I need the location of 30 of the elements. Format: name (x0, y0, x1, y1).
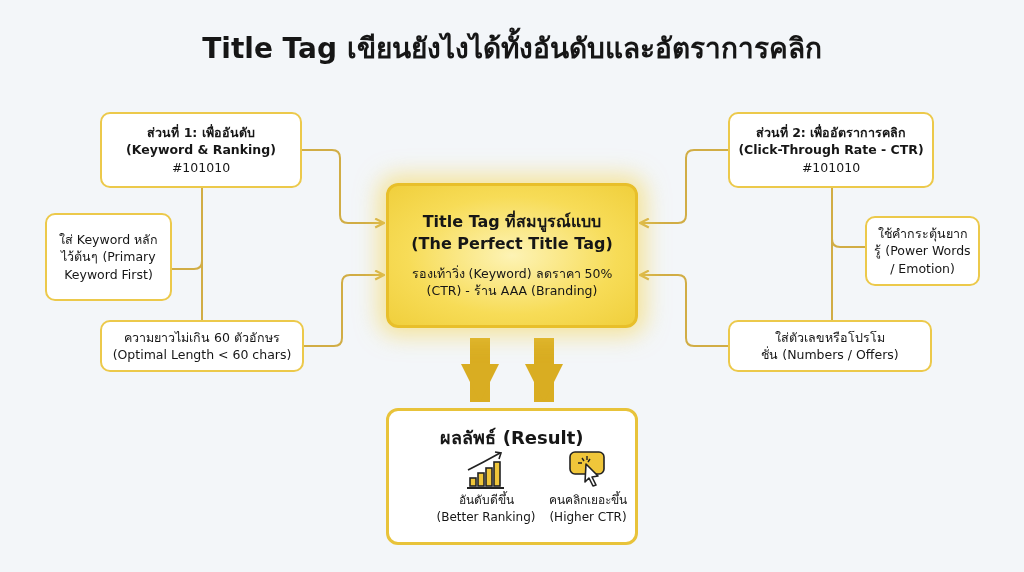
tip-box (100, 112, 302, 188)
heading-text: Title Tag ที่สมบูรณ์แบบ (The Perfect Title Tag) (410, 211, 614, 255)
tip-box (728, 112, 934, 188)
body-text: ใส่ Keyword หลักไว้ต้นๆ (Primary Keyword First) (57, 230, 160, 284)
block-arrow (461, 338, 499, 402)
caption-text: คนคลิกเยอะขึ้น (Higher CTR) (548, 492, 628, 526)
body-text: #101010 (171, 158, 231, 177)
arrow (301, 149, 386, 229)
arrow (638, 269, 729, 347)
block-arrow (525, 338, 563, 402)
body-text: ใช้คำกระตุ้นยากรู้ (Power Words / Emotion) (873, 224, 972, 278)
body-text: ใส่ตัวเลขหรือโปรโมชั่น (Numbers / Offers) (760, 328, 900, 364)
result-box (386, 408, 638, 545)
arrow (303, 269, 386, 347)
connector-line (831, 187, 833, 321)
connector-line (201, 187, 203, 321)
body-text: ความยาวไม่เกิน 60 ตัวอักษร (Optimal Length < 60 chars) (111, 328, 293, 364)
heading-text: ส่วนที่ 2: เพื่ออัตราการคลิก (Click-Through Rate - CTR) (737, 123, 925, 159)
arrow (638, 149, 729, 229)
tip-box (45, 213, 172, 301)
tip-box (728, 320, 932, 372)
heading-text: ผลลัพธ์ (Result) (440, 426, 584, 450)
tip-box (865, 216, 980, 286)
body-text: รองเท้าวิ่ง (Keyword) ลดราคา 50% (CTR) - ร้าน AAA (Branding) (410, 264, 614, 300)
heading-text: ส่วนที่ 1: เพื่ออันดับ (Keyword & Ranking) (125, 123, 277, 159)
body-text: #101010 (801, 158, 861, 177)
caption-text: อันดับดีขึ้น (Better Ranking) (435, 492, 537, 526)
tip-box (100, 320, 304, 372)
highlight-box (386, 183, 638, 328)
diagram-title: Title Tag เขียนยังไงได้ทั้งอันดับและอัตราการคลิก (0, 26, 1024, 70)
